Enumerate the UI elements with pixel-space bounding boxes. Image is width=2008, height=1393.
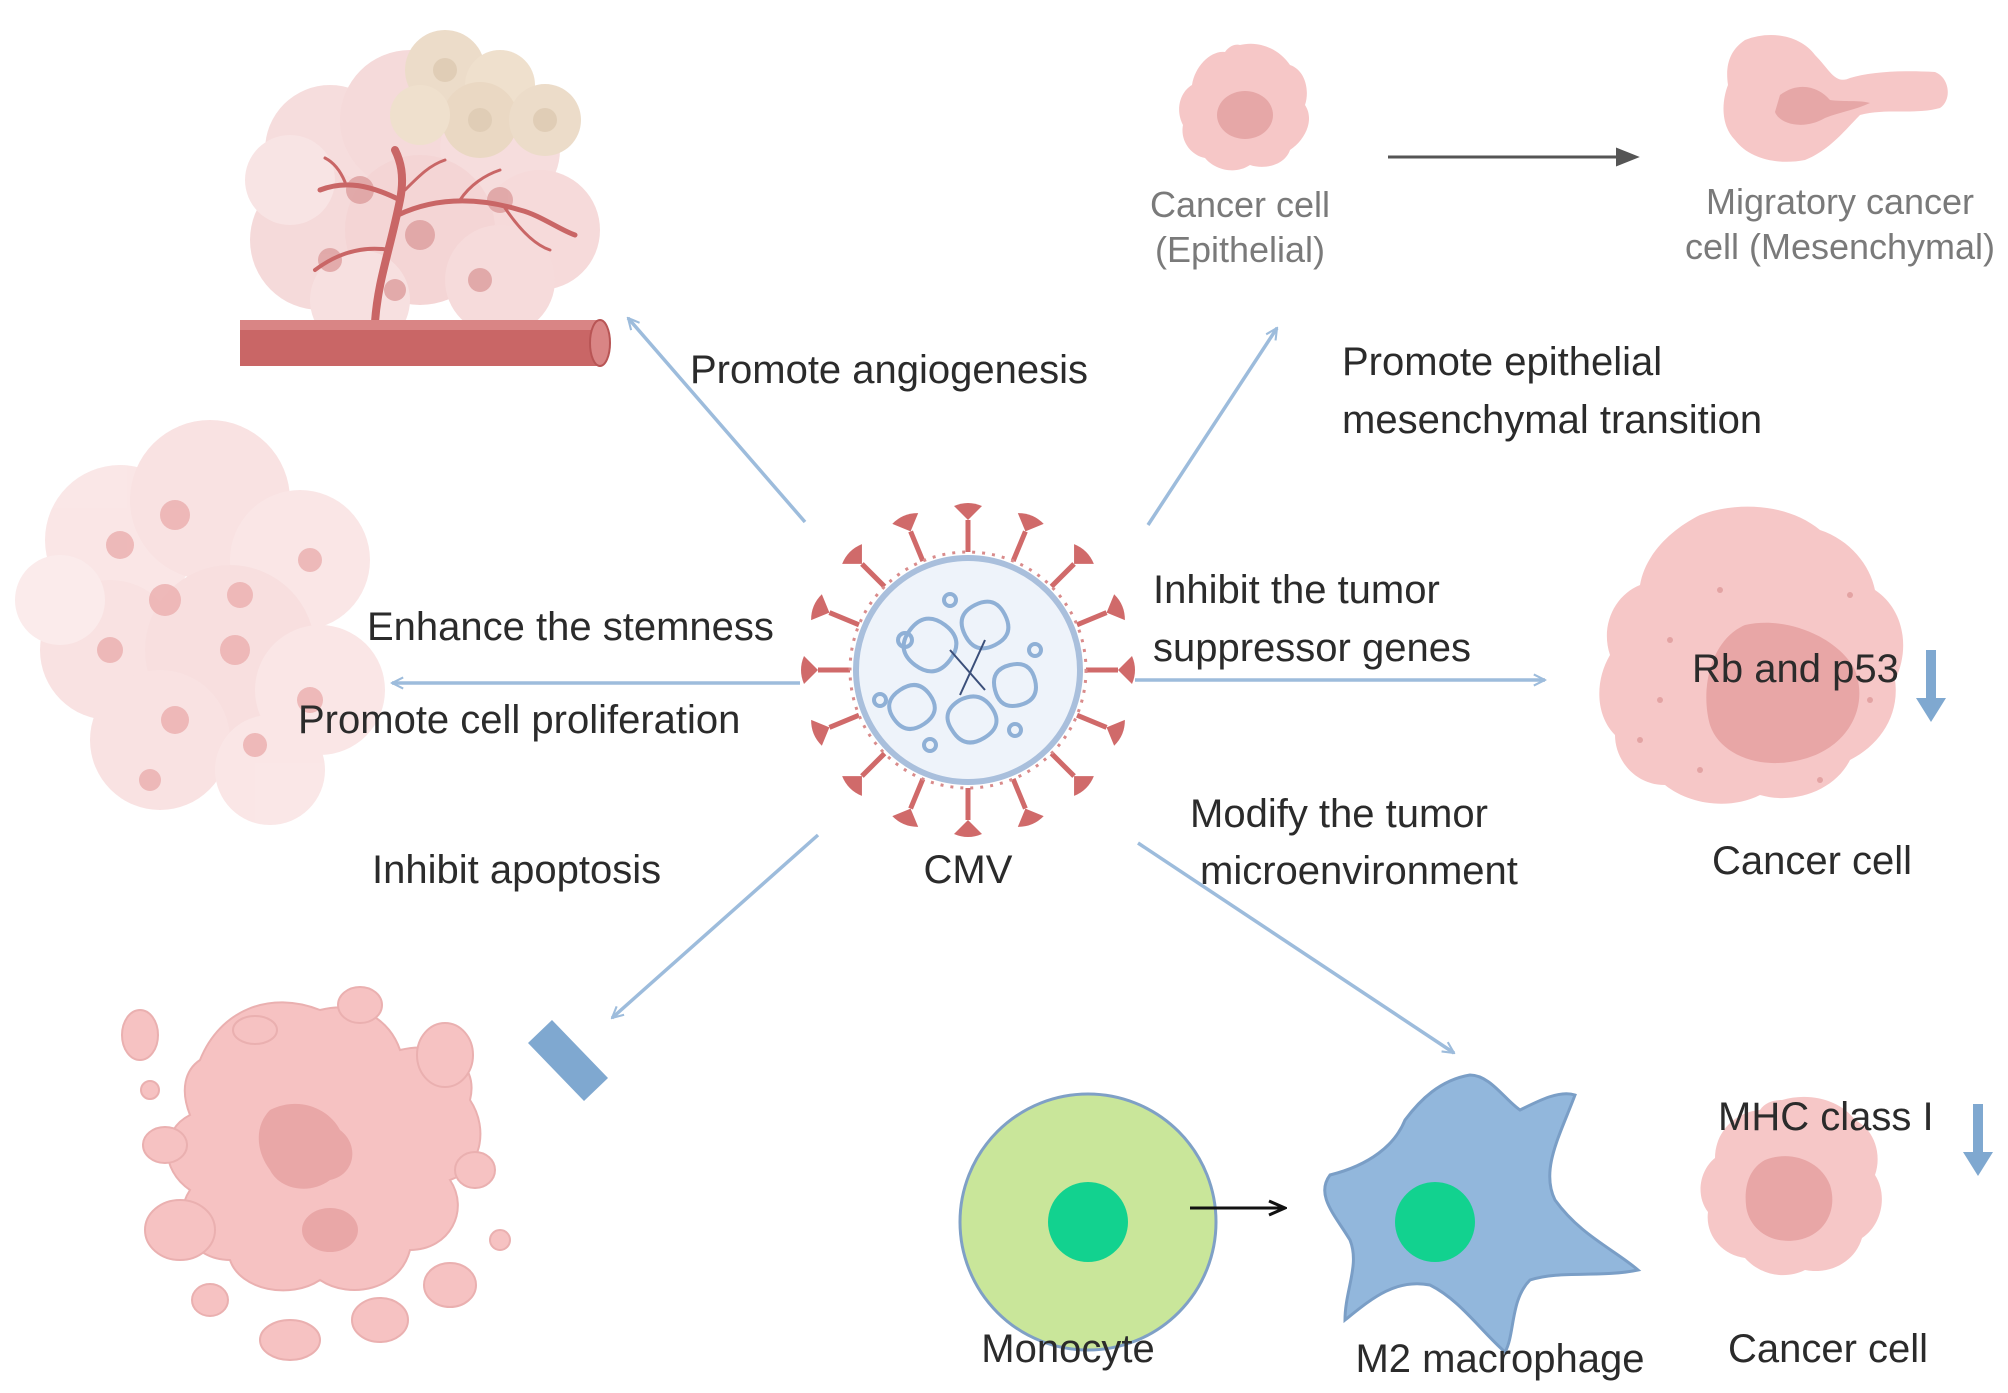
- arrow-emt: [1146, 328, 1279, 526]
- label-mhc-class-i: MHC class I: [1718, 1095, 1934, 1139]
- label-stemness: Enhance the stemness: [367, 605, 774, 649]
- rb-p53-down-arrow-icon: [1916, 650, 1946, 722]
- virus-spike-stalk: [908, 530, 926, 562]
- virus-spike-head: [892, 513, 919, 532]
- label-mhc-cancer-cell: Cancer cell: [1728, 1327, 1928, 1371]
- label-epithelial-line1: Cancer cell: [1150, 184, 1330, 225]
- stem-cell-cluster: [15, 420, 385, 825]
- label-migratory-line2: cell (Mesenchymal): [1685, 226, 1995, 267]
- virus-spike-stalk: [1010, 778, 1028, 810]
- arrow-angiogenesis: [628, 318, 807, 524]
- label-cmv: CMV: [924, 848, 1013, 892]
- label-apoptosis: Inhibit apoptosis: [372, 848, 661, 892]
- label-m2-macrophage: M2 macrophage: [1355, 1337, 1644, 1381]
- label-emt-line2: mesenchymal transition: [1342, 398, 1762, 442]
- label-microenv-line2: microenvironment: [1200, 849, 1518, 893]
- virus-spike-head: [954, 820, 982, 837]
- virus-spike-head: [892, 808, 919, 827]
- label-microenv-line1: Modify the tumor: [1190, 792, 1488, 836]
- apoptosis-inhibition-icon: [528, 1020, 608, 1101]
- label-proliferation: Promote cell proliferation: [298, 698, 740, 742]
- label-rb-p53: Rb and p53: [1692, 647, 1899, 691]
- virus-spike-head: [1106, 594, 1125, 621]
- virus-spike-stalk: [1049, 562, 1076, 589]
- epithelial-cancer-cell: [1179, 43, 1310, 171]
- label-monocyte: Monocyte: [981, 1327, 1154, 1371]
- label-tumor-cancer-cell: Cancer cell: [1712, 839, 1912, 883]
- arrow-microenvironment: [1137, 841, 1454, 1055]
- virus-spike-head: [842, 776, 862, 796]
- virus-spike-stalk: [1010, 530, 1028, 562]
- virus-spike-head: [811, 594, 830, 621]
- virus-spike-stalk: [1076, 712, 1108, 730]
- apoptotic-cell-illustration: [121, 986, 511, 1361]
- cmv-virus-illustration: [801, 503, 1135, 837]
- m2-macrophage-cell: [1323, 1073, 1642, 1355]
- label-angiogenesis: Promote angiogenesis: [690, 348, 1088, 392]
- virus-spike-stalk: [1076, 610, 1108, 628]
- virus-spike-stalk: [828, 610, 860, 628]
- virus-spike-stalk: [908, 778, 926, 810]
- virus-spike-head: [842, 544, 862, 564]
- virus-spike-head: [1017, 513, 1044, 532]
- monocyte-cell: [958, 1092, 1218, 1352]
- label-epithelial-line2: (Epithelial): [1155, 229, 1325, 270]
- blood-vessel: [240, 319, 611, 367]
- virus-spike-head: [801, 656, 818, 684]
- virus-spike-head: [811, 719, 830, 746]
- cancer-cell-mhc: [1700, 1096, 1882, 1276]
- virus-spike-head: [954, 503, 982, 520]
- label-tumor-suppressor-line1: Inhibit the tumor: [1153, 568, 1440, 612]
- virus-spike-head: [1106, 719, 1125, 746]
- virus-spike-stalk: [860, 562, 887, 589]
- effect-arrows: [392, 318, 1545, 1055]
- virus-spike-head: [1118, 656, 1135, 684]
- virus-spike-stalk: [828, 712, 860, 730]
- virus-spike-head: [1074, 544, 1094, 564]
- angiogenesis-tumor-illustration: [240, 30, 611, 367]
- virus-spike-head: [1017, 808, 1044, 827]
- virus-spike-stalk: [860, 751, 887, 778]
- label-migratory-line1: Migratory cancer: [1706, 181, 1974, 222]
- mhc-down-arrow-icon: [1963, 1104, 1993, 1176]
- label-emt-line1: Promote epithelial: [1342, 340, 1662, 384]
- migratory-cancer-cell: [1723, 35, 1948, 162]
- label-tumor-suppressor-line2: suppressor genes: [1153, 626, 1471, 670]
- virus-spikes: [801, 503, 1135, 837]
- virus-spike-head: [1074, 776, 1094, 796]
- cancer-cell-tumor-suppressor: [1599, 506, 1904, 804]
- virus-spike-stalk: [1049, 751, 1076, 778]
- arrow-apoptosis: [612, 833, 820, 1018]
